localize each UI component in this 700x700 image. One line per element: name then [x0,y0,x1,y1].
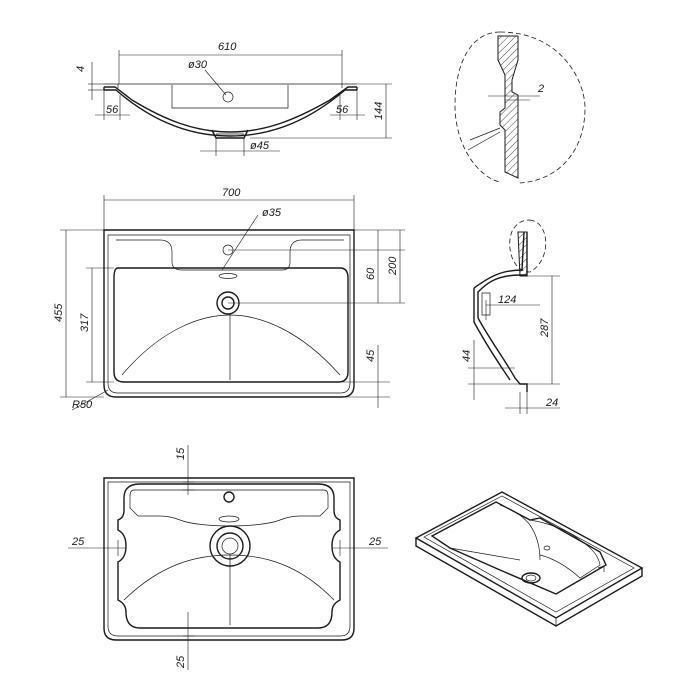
dim-610: 610 [218,41,237,53]
dim-drain-45: ø45 [250,140,270,152]
dim-15: 15 [175,447,187,460]
dim-wall-2: 2 [537,83,544,95]
dim-44: 44 [461,350,473,362]
dim-455: 455 [53,303,65,322]
dim-r50: R50 [72,399,93,411]
dim-hole-35: ø35 [262,207,282,219]
dim-45: 45 [365,349,377,362]
isometric-view [414,491,644,627]
dim-25-left: 25 [71,536,85,548]
dim-height-144: 144 [373,102,385,120]
side-section-view: 124 287 44 24 [461,219,560,414]
dim-25-bottom: 25 [175,655,187,669]
dim-287: 287 [539,318,551,338]
front-section-view: 610 ø30 4 56 56 144 ø45 [75,41,392,156]
dim-200: 200 [387,256,399,276]
dim-ledge-left-56: 56 [106,104,119,116]
dim-24: 24 [545,397,558,409]
detail-view: 2 [454,31,586,184]
dim-25-right: 25 [368,536,382,548]
dim-60: 60 [365,267,377,280]
dim-hole-30: ø30 [188,59,208,71]
bottom-plan-view: 15 25 25 25 [68,445,388,670]
dim-124: 124 [498,294,516,306]
dim-700: 700 [222,187,241,199]
plan-view: 700 ø35 455 317 60 200 45 R50 [53,187,405,411]
dim-rim-4: 4 [75,66,87,72]
dim-317: 317 [79,313,91,332]
dim-ledge-right-56: 56 [336,104,349,116]
